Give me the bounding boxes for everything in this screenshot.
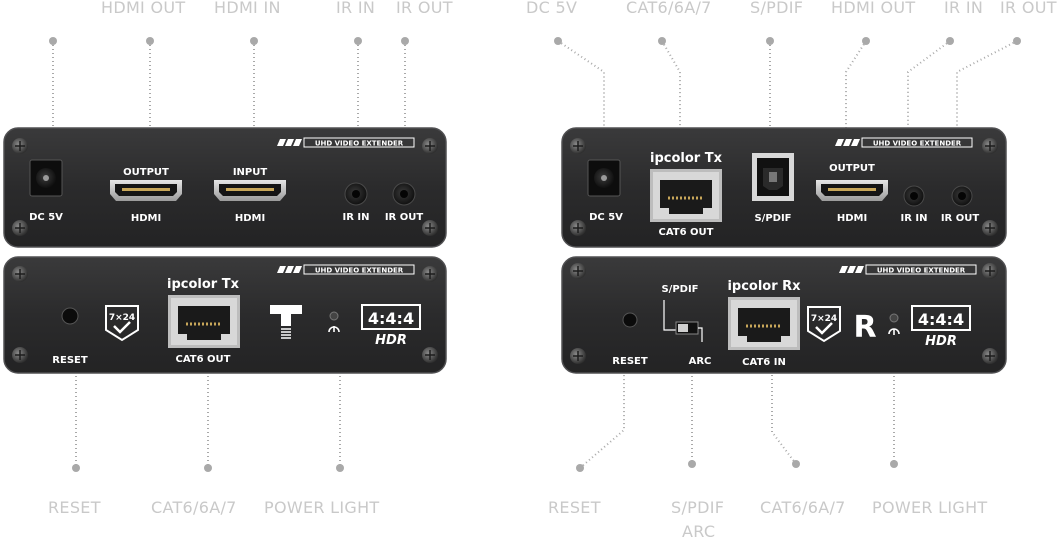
tx-back-output-hdmi: HDMI	[131, 213, 161, 224]
power-led-icon	[888, 313, 900, 335]
rx-front-badge: 7×24	[811, 314, 837, 324]
badge-7x24-icon	[105, 305, 139, 342]
callout-ir-in-right: IR IN	[944, 0, 984, 17]
screw-icon	[12, 266, 438, 363]
tx-back-output-label: OUTPUT	[123, 167, 169, 178]
callout-spdif-arc-right-2: ARC	[682, 522, 716, 541]
leader-lines	[52, 40, 1018, 469]
tx-back-input-label: INPUT	[233, 167, 268, 178]
tx-back-ir-out: IR OUT	[385, 212, 424, 223]
rx-front-panel: UHD VIDEO EXTENDER RESET S/PDIF ARC ipco…	[561, 256, 1007, 374]
callout-cat6-left: CAT6/6A/7	[151, 498, 237, 517]
dc-jack-icon	[29, 159, 63, 197]
screw-icon	[570, 138, 998, 236]
hdr-badge-icon	[361, 304, 421, 330]
hdmi-port-icon	[110, 180, 182, 201]
tx-front-brand: ipcolor Tx	[167, 277, 240, 292]
spdif-arc-switch-icon	[663, 300, 703, 342]
spdif-port-icon	[752, 153, 794, 201]
tx-front-hdr-ratio: 4:4:4	[368, 309, 414, 328]
leader-dots	[49, 37, 1021, 472]
t-letter-icon	[270, 305, 302, 339]
rx-back-dc-label: DC 5V	[589, 212, 623, 223]
callout-dc-right: DC 5V	[526, 0, 578, 17]
tx-back-panel: UHD VIDEO EXTENDER DC 5V OUTPUT HDMI INP…	[3, 127, 447, 248]
hdmi-port-icon	[214, 180, 286, 201]
callout-spdif-arc-right-1: S/PDIF	[671, 498, 725, 517]
rx-front-letter: R	[853, 310, 876, 345]
rx-front-switch-bottom: ARC	[689, 356, 712, 367]
badge-7x24-icon	[807, 306, 841, 343]
callout-ir-out-left: IR OUT	[396, 0, 453, 17]
callout-hdmi-out-left: HDMI OUT	[101, 0, 186, 17]
screw-icon	[12, 138, 438, 236]
uhd-strip: UHD VIDEO EXTENDER	[277, 264, 415, 275]
callout-hdmi-out-right: HDMI OUT	[831, 0, 916, 17]
tx-front-reset: RESET	[52, 355, 88, 366]
rx-back-output-label: OUTPUT	[829, 163, 875, 174]
rj45-port-icon	[728, 297, 800, 350]
callout-cat6-right-bottom: CAT6/6A/7	[760, 498, 846, 517]
rx-front-hdr: HDR	[925, 334, 957, 349]
strip-text: UHD VIDEO EXTENDER	[877, 267, 966, 275]
tx-front-badge: 7×24	[109, 313, 135, 323]
tx-back-ir-in: IR IN	[343, 212, 370, 223]
hdmi-port-icon	[816, 180, 888, 201]
strip-text: UHD VIDEO EXTENDER	[315, 140, 404, 148]
callout-hdmi-in-left: HDMI IN	[214, 0, 281, 17]
uhd-strip: UHD VIDEO EXTENDER	[277, 137, 415, 148]
reset-hole-icon	[61, 307, 79, 325]
tx-front-hdr: HDR	[375, 333, 407, 348]
tx-front-panel: UHD VIDEO EXTENDER RESET 7×24 ipcolor Tx…	[3, 256, 447, 374]
rx-back-spdif: S/PDIF	[754, 213, 791, 224]
rx-front-switch-top: S/PDIF	[661, 284, 698, 295]
rx-front-hdr-ratio: 4:4:4	[918, 310, 964, 329]
callout-reset-left: RESET	[48, 498, 101, 517]
tx-back-dc-label: DC 5V	[29, 212, 63, 223]
callout-cat6-right-top: CAT6/6A/7	[626, 0, 712, 17]
tx-front-port: CAT6 OUT	[175, 354, 230, 365]
rj45-port-icon	[650, 169, 722, 222]
callout-spdif-right: S/PDIF	[750, 0, 804, 17]
dc-jack-icon	[587, 159, 621, 197]
screw-icon	[570, 263, 998, 364]
uhd-strip: UHD VIDEO EXTENDER	[839, 264, 977, 275]
rx-back-brand: ipcolor Tx	[650, 151, 723, 166]
rx-back-ir-out: IR OUT	[941, 213, 980, 224]
strip-text: UHD VIDEO EXTENDER	[315, 267, 404, 275]
uhd-strip: UHD VIDEO EXTENDER	[835, 137, 973, 148]
tx-back-input-hdmi: HDMI	[235, 213, 265, 224]
rj45-port-icon	[168, 295, 240, 348]
rx-front-brand: ipcolor Rx	[727, 279, 801, 294]
ir-jack-icon	[903, 185, 973, 207]
ir-jack-icon	[344, 182, 416, 206]
rx-front-port: CAT6 IN	[742, 357, 786, 368]
strip-text: UHD VIDEO EXTENDER	[873, 140, 962, 148]
rx-back-ir-in: IR IN	[901, 213, 928, 224]
hdr-badge-icon	[911, 305, 971, 331]
callout-reset-right: RESET	[548, 498, 601, 517]
rx-front-reset: RESET	[612, 356, 648, 367]
callout-power-light-right: POWER LIGHT	[872, 498, 988, 517]
callout-power-light-left: POWER LIGHT	[264, 498, 380, 517]
rx-back-port: CAT6 OUT	[658, 227, 713, 238]
callout-ir-in-left: IR IN	[336, 0, 376, 17]
rx-back-panel: UHD VIDEO EXTENDER DC 5V ipcolor Tx CAT6…	[561, 127, 1007, 248]
power-led-icon	[328, 311, 340, 333]
reset-hole-icon	[622, 312, 638, 328]
callout-ir-out-right: IR OUT	[1000, 0, 1057, 17]
rx-back-output-hdmi: HDMI	[837, 213, 867, 224]
